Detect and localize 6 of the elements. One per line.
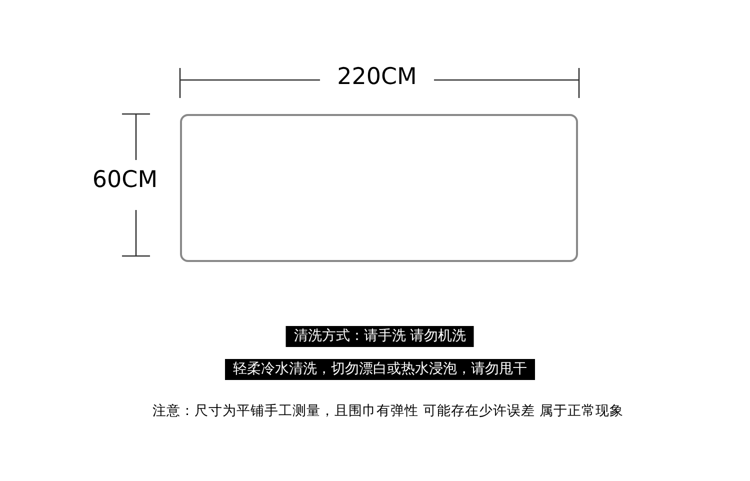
care-instruction-banner: 轻柔冷水清洗，切勿漂白或热水浸泡，请勿甩干 [225,359,535,380]
note-text: 注意：尺寸为平铺手工测量，且围巾有弹性 可能存在少许误差 属于正常现象 [152,402,624,420]
scarf-outline [180,114,578,262]
care-instruction-banner: 清洗方式：请手洗 请勿机洗 [286,326,474,347]
width-dimension: 220CM [337,64,417,90]
height-dimension: 60CM [92,167,158,193]
